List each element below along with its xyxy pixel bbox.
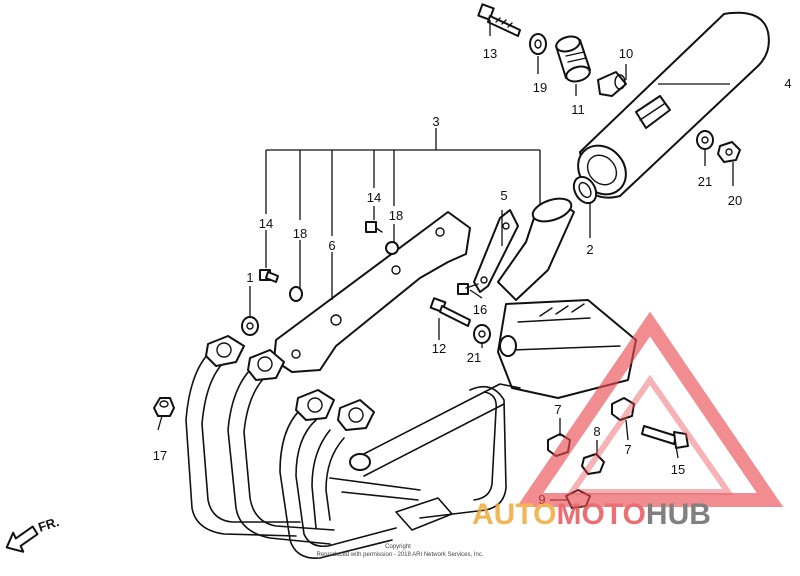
nut-20-part (717, 141, 741, 163)
exhaust-header-pipes (185, 349, 521, 559)
bolt-1-part (259, 269, 279, 283)
nut-8-part (581, 453, 605, 475)
callout-7: 7 (624, 442, 631, 457)
callout-21: 21 (467, 350, 481, 365)
callout-14: 14 (367, 190, 381, 205)
bracket-part (473, 209, 519, 293)
callout-18: 18 (293, 226, 307, 241)
callout-10: 10 (619, 46, 633, 61)
watermark-triangle (516, 311, 784, 507)
callout-21: 21 (698, 174, 712, 189)
washer-21-upper-part (696, 130, 714, 150)
callout-3: 3 (432, 114, 439, 129)
callout-4: 4 (784, 76, 791, 91)
callout-15: 15 (671, 462, 685, 477)
watermark-moto: MOTO (556, 498, 645, 531)
washer-1-part (241, 316, 259, 336)
copyright-line-1: Copyright (385, 544, 411, 550)
callout-5: 5 (500, 188, 507, 203)
callout-11: 11 (571, 102, 585, 117)
washer-19-part (529, 33, 547, 55)
bolt-13-part (477, 3, 521, 37)
watermark-logo: AUTOMOTOHUB (472, 498, 711, 531)
grommet-17-part (153, 397, 175, 417)
muffler-part (577, 11, 770, 199)
callout-1: 1 (246, 270, 253, 285)
callout-18: 18 (389, 208, 403, 223)
bolt-14-part (365, 221, 383, 233)
callout-2: 2 (586, 242, 593, 257)
exhaust-pipe-rear (497, 197, 637, 399)
callout-19: 19 (533, 80, 547, 95)
gasket-part (572, 175, 598, 205)
washer-18-left-part (289, 286, 303, 302)
heat-shield-part (273, 211, 471, 373)
leader-lines (157, 20, 734, 501)
callout-13: 13 (483, 46, 497, 61)
callout-labels: 3 14 18 6 14 18 1 13 19 11 10 4 21 20 2 … (153, 46, 792, 507)
collar-11-part (555, 35, 591, 83)
copyright-line-2: Reproduced with permission - 2018 ARI Ne… (316, 552, 483, 558)
callout-16: 16 (473, 302, 487, 317)
callout-14: 14 (259, 216, 273, 231)
front-direction-arrow: FR. (5, 514, 61, 553)
automotohub-watermark: AUTOMOTOHUB (472, 311, 784, 531)
washer-21-lower-part (473, 324, 491, 344)
callout-7: 7 (554, 402, 561, 417)
bolt-12-part (429, 297, 471, 327)
direction-label: FR. (36, 514, 61, 535)
callout-12: 12 (432, 341, 446, 356)
callout-8: 8 (593, 424, 600, 439)
bolt-15-part (641, 425, 689, 449)
bolt-16-part (457, 283, 479, 295)
washer-18-right-part (385, 241, 399, 255)
watermark-auto: AUTO (472, 498, 556, 531)
callout-6: 6 (328, 238, 335, 253)
rubber-10-part (597, 71, 627, 97)
watermark-hub: HUB (646, 498, 711, 531)
exhaust-flanges (205, 335, 375, 471)
callout-20: 20 (728, 193, 742, 208)
callout-17: 17 (153, 448, 167, 463)
